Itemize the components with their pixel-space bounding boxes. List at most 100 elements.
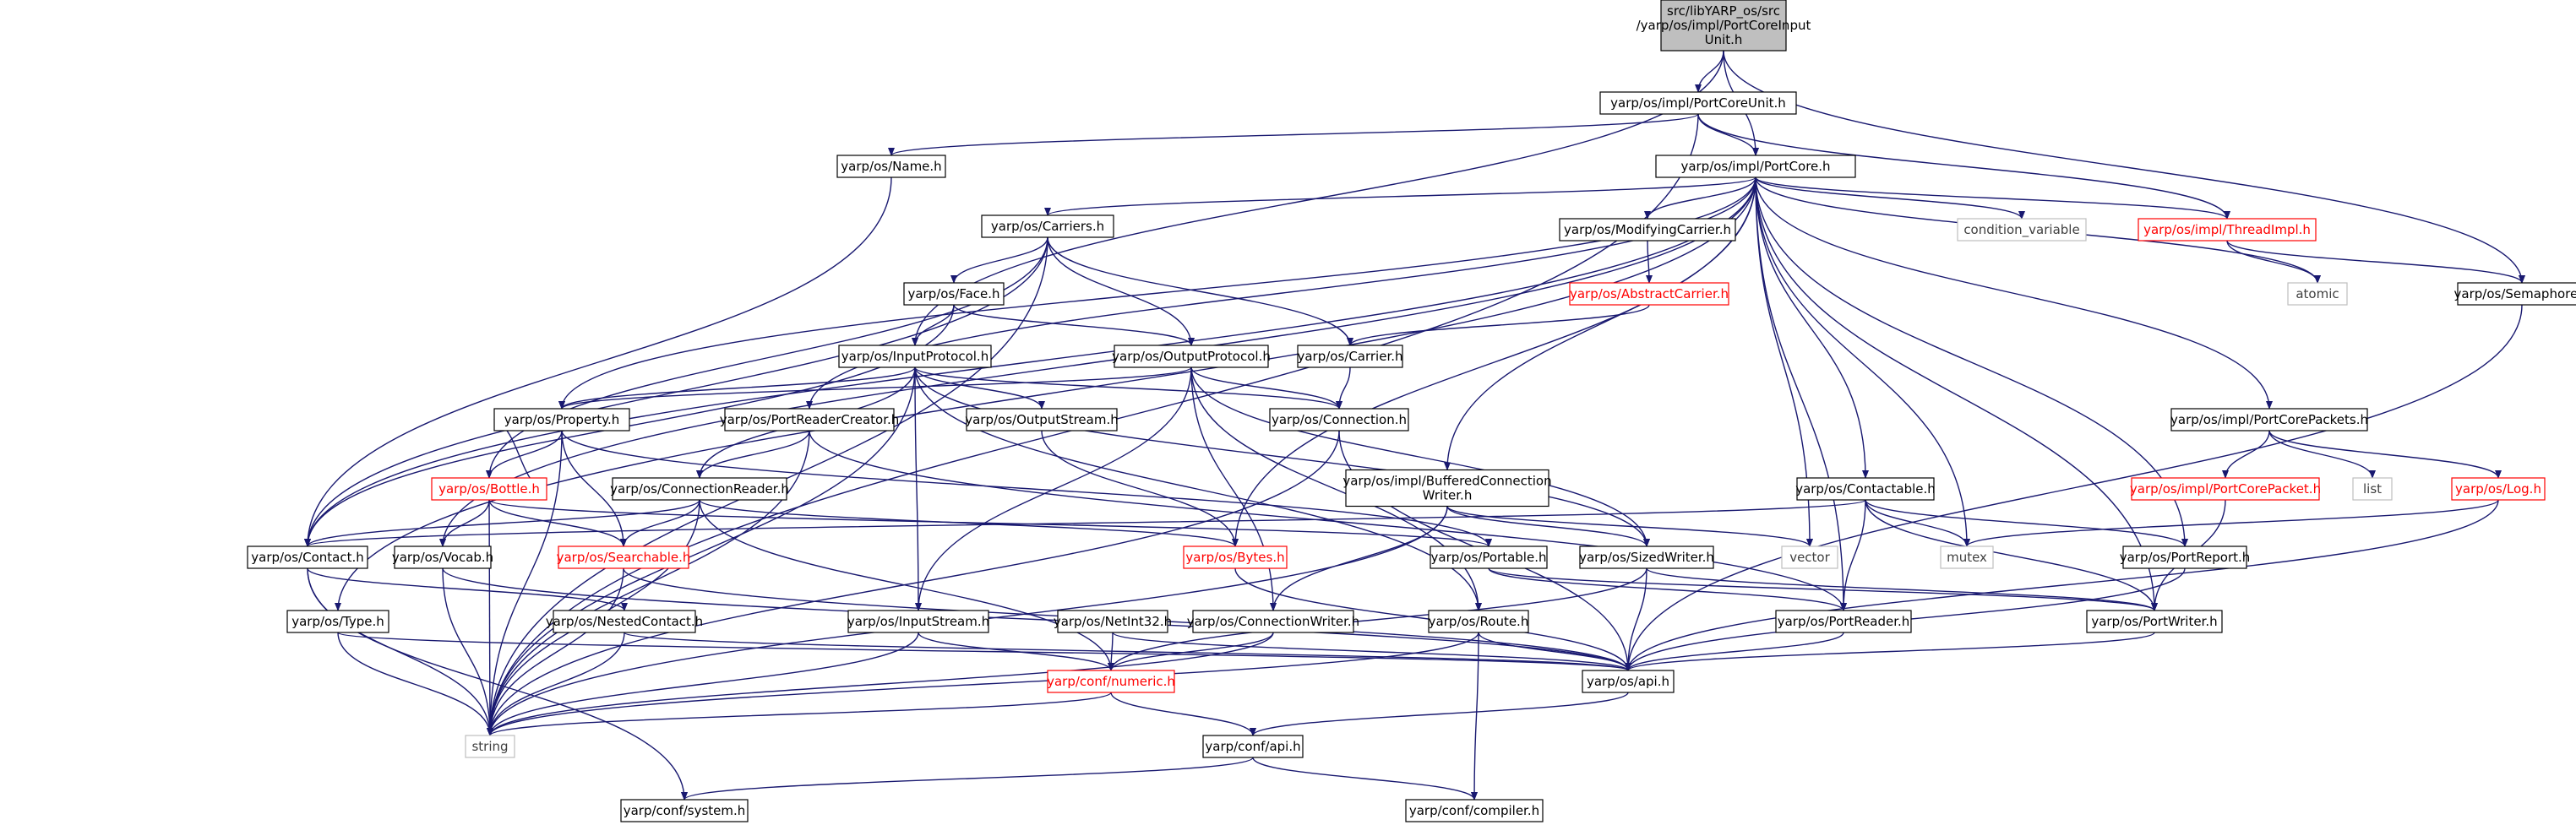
- edge-pcpackets-to-pcpacket: [2222, 430, 2270, 479]
- node-sizedwriter[interactable]: yarp/os/SizedWriter.h: [1579, 545, 1714, 569]
- node-modcar-box: [1559, 218, 1736, 242]
- node-semaphore-label: yarp/os/Semaphore.h: [2454, 286, 2576, 301]
- node-pc-label: yarp/os/impl/PortCore.h: [1680, 159, 1830, 174]
- edge-vocab-to-osapi: [442, 567, 1631, 671]
- node-route-label: yarp/os/Route.h: [1429, 614, 1529, 629]
- edge-instream-to-numeric: [918, 632, 1114, 671]
- edge-pc-to-bytes: [1232, 176, 1756, 547]
- node-nestedcontact[interactable]: yarp/os/NestedContact.h: [546, 610, 703, 633]
- node-prc[interactable]: yarp/os/PortReaderCreator.h: [720, 408, 900, 431]
- node-root-label-line: Unit.h: [1705, 32, 1743, 47]
- node-outstream[interactable]: yarp/os/OutputStream.h: [965, 408, 1119, 431]
- node-vocab[interactable]: yarp/os/Vocab.h: [392, 545, 493, 569]
- node-root[interactable]: src/libYARP_os/src/yarp/os/impl/PortCore…: [1637, 0, 1811, 52]
- node-bottle[interactable]: yarp/os/Bottle.h: [431, 477, 547, 501]
- edge-inproto-to-sizedwriter: [914, 366, 1650, 547]
- node-name[interactable]: yarp/os/Name.h: [836, 155, 946, 178]
- node-numeric[interactable]: yarp/conf/numeric.h: [1047, 670, 1175, 693]
- node-carriers[interactable]: yarp/os/Carriers.h: [981, 214, 1114, 238]
- edge-portwriter-to-osapi: [1625, 632, 2155, 671]
- edge-carriers-to-outproto: [1047, 236, 1195, 346]
- edge-pc-to-carriers: [1044, 176, 1756, 216]
- edge-type-to-osapi: [337, 632, 1631, 671]
- node-osapi[interactable]: yarp/os/api.h: [1582, 670, 1675, 693]
- node-portable[interactable]: yarp/os/Portable.h: [1430, 545, 1548, 569]
- edge-connwriter-to-numeric: [1108, 632, 1274, 671]
- node-portreader[interactable]: yarp/os/PortReader.h: [1775, 610, 1912, 633]
- node-compiler[interactable]: yarp/conf/compiler.h: [1405, 799, 1544, 822]
- edge-netint32-to-numeric: [1108, 632, 1115, 671]
- node-portwriter[interactable]: yarp/os/PortWriter.h: [2086, 610, 2223, 633]
- node-pcpacket-box: [2131, 477, 2320, 501]
- node-pcpacket[interactable]: yarp/os/impl/PortCorePacket.h: [2130, 477, 2321, 501]
- edge-prc-to-portreader: [809, 430, 1847, 611]
- edge-abscar-to-carrier: [1347, 304, 1650, 346]
- node-portreport[interactable]: yarp/os/PortReport.h: [2120, 545, 2251, 569]
- node-instream-box: [847, 610, 989, 633]
- edge-vocab-to-string: [442, 567, 493, 736]
- node-property[interactable]: yarp/os/Property.h: [493, 408, 630, 431]
- edge-connreader-to-searchable: [620, 499, 700, 547]
- node-netint32[interactable]: yarp/os/NetInt32.h: [1054, 610, 1172, 633]
- node-type[interactable]: yarp/os/Type.h: [286, 610, 389, 633]
- node-connection-box: [1269, 408, 1409, 431]
- node-pcu[interactable]: yarp/os/impl/PortCoreUnit.h: [1599, 91, 1797, 115]
- node-pcpackets[interactable]: yarp/os/impl/PortCorePackets.h: [2170, 408, 2368, 431]
- node-carrier-label: yarp/os/Carrier.h: [1297, 349, 1402, 364]
- node-carriers-label: yarp/os/Carriers.h: [991, 219, 1104, 234]
- node-outstream-box: [966, 408, 1118, 431]
- node-portreport-label: yarp/os/PortReport.h: [2120, 550, 2251, 565]
- node-property-box: [493, 408, 630, 431]
- node-pc[interactable]: yarp/os/impl/PortCore.h: [1655, 155, 1856, 178]
- node-contact[interactable]: yarp/os/Contact.h: [247, 545, 368, 569]
- node-modcar[interactable]: yarp/os/ModifyingCarrier.h: [1559, 218, 1736, 242]
- node-abscar[interactable]: yarp/os/AbstractCarrier.h: [1569, 282, 1729, 306]
- edge-numeric-to-confapi: [1110, 692, 1256, 736]
- node-searchable-box: [558, 545, 689, 569]
- edge-connwriter-to-string: [487, 632, 1274, 736]
- node-bcw-box: [1345, 469, 1549, 507]
- node-log[interactable]: yarp/os/Log.h: [2451, 477, 2546, 501]
- node-sizedwriter-label-line: yarp/os/SizedWriter.h: [1579, 550, 1714, 565]
- node-searchable[interactable]: yarp/os/Searchable.h: [557, 545, 691, 569]
- edge-instream-to-string: [487, 632, 919, 736]
- node-carrier-label-line: yarp/os/Carrier.h: [1297, 349, 1402, 364]
- node-carrier[interactable]: yarp/os/Carrier.h: [1297, 345, 1403, 368]
- node-outproto[interactable]: yarp/os/OutputProtocol.h: [1112, 345, 1271, 368]
- node-system-label: yarp/conf/system.h: [624, 803, 746, 818]
- node-connection[interactable]: yarp/os/Connection.h: [1269, 408, 1409, 431]
- edge-connreader-to-bytes: [699, 499, 1239, 547]
- node-connreader[interactable]: yarp/os/ConnectionReader.h: [610, 477, 789, 501]
- edge-threadimpl-to-semaphore: [2226, 240, 2525, 284]
- edge-property-to-string: [487, 430, 563, 736]
- node-contact-box: [247, 545, 368, 569]
- node-instream[interactable]: yarp/os/InputStream.h: [847, 610, 989, 633]
- node-pc-label-line: yarp/os/impl/PortCore.h: [1680, 159, 1830, 174]
- node-threadimpl[interactable]: yarp/os/impl/ThreadImpl.h: [2138, 218, 2317, 242]
- node-portreport-label-line: yarp/os/PortReport.h: [2120, 550, 2251, 565]
- node-connwriter[interactable]: yarp/os/ConnectionWriter.h: [1187, 610, 1359, 633]
- node-threadimpl-box: [2138, 218, 2317, 242]
- node-log-box: [2451, 477, 2546, 501]
- edge-connreader-to-numeric: [699, 499, 1114, 671]
- node-face[interactable]: yarp/os/Face.h: [903, 282, 1005, 306]
- node-type-box: [286, 610, 389, 633]
- edge-inproto-to-connection: [914, 366, 1342, 410]
- node-bytes[interactable]: yarp/os/Bytes.h: [1183, 545, 1288, 569]
- node-type-label-line: yarp/os/Type.h: [291, 614, 384, 629]
- node-searchable-label: yarp/os/Searchable.h: [557, 550, 691, 565]
- node-route[interactable]: yarp/os/Route.h: [1428, 610, 1529, 633]
- edge-bottle-to-searchable: [488, 499, 627, 547]
- node-abscar-label: yarp/os/AbstractCarrier.h: [1570, 286, 1729, 301]
- node-confapi[interactable]: yarp/conf/api.h: [1202, 735, 1304, 758]
- edge-pcpackets-to-list: [2268, 430, 2376, 479]
- edge-osapi-to-confapi: [1250, 692, 1629, 736]
- edge-sizedwriter-to-portwriter: [1646, 567, 2158, 611]
- node-contactable[interactable]: yarp/os/Contactable.h: [1795, 477, 1936, 501]
- node-semaphore[interactable]: yarp/os/Semaphore.h: [2454, 282, 2576, 306]
- node-system[interactable]: yarp/conf/system.h: [620, 799, 749, 822]
- node-inproto[interactable]: yarp/os/InputProtocol.h: [838, 345, 992, 368]
- node-outstream-label: yarp/os/OutputStream.h: [965, 412, 1119, 427]
- node-atomic-box: [2287, 282, 2348, 306]
